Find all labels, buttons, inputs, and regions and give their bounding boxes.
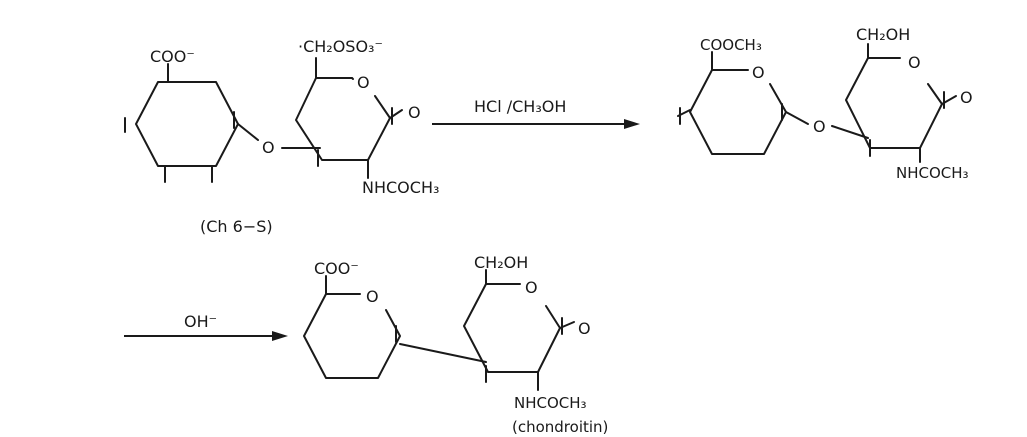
intermediate-left-ring [689,69,787,155]
intermediate-hydroxymethyl-label: CH₂OH [856,25,910,44]
ch6s-left-ring [135,81,239,167]
chondroitin-amide-label: NHCOCH₃ [514,394,587,412]
chondroitin-ring-oxygen-right: O [525,278,538,297]
step2-reagent: OH⁻ [184,312,217,331]
ch6s-link-oxygen: O [262,138,275,157]
intermediate-carbonyl-oxygen: O [960,88,973,107]
chondroitin-hydroxymethyl-label: CH₂OH [474,253,528,272]
chondroitin-structure: COO⁻ CH₂OH O O O NHCOCH₃ (chondroitin) [303,253,608,436]
intermediate-ring-oxygen-left: O [752,63,765,82]
chondroitin-carbonyl-oxygen: O [578,319,591,338]
intermediate-link-bond [785,111,809,125]
step1-reagent: HCl /CH₃OH [474,97,566,116]
chondroitin-left-ring [303,293,401,379]
ch6s-amide-label: NHCOCH₃ [362,178,439,197]
ch6s-carboxylate-label: COO⁻ [150,47,195,66]
step1-arrow: HCl /CH₃OH [432,97,640,129]
chondroitin-ring-oxygen-left: O [366,287,379,306]
chondroitin-link-bond [399,343,487,363]
ch6s-sulfate-label: ·CH₂OSO₃⁻ [298,37,383,56]
ch6s-ring-oxygen: O [357,73,370,92]
chondroitin-right-ring [463,283,561,373]
chondroitin-carboxylate-label: COO⁻ [314,259,359,278]
ch6s-link-bond [237,123,259,141]
ch6s-carbonyl-oxygen: O [408,103,421,122]
ch6s-structure: COO⁻ ·CH₂OSO₃⁻ O O O NHCOCH₃ (Ch 6−S) [124,37,439,236]
intermediate-link-oxygen: O [813,117,826,136]
intermediate-link-bond [831,125,869,139]
ch6s-caption: (Ch 6−S) [200,217,273,236]
intermediate-amide-label: NHCOCH₃ [896,164,969,182]
step2-arrow: OH⁻ [124,312,288,341]
chondroitin-caption: (chondroitin) [512,418,608,436]
intermediate-ring-oxygen-right: O [908,53,921,72]
intermediate-ester-label: COOCH₃ [700,36,762,54]
ch6s-ring-bond [351,77,354,80]
intermediate-structure: COOCH₃ CH₂OH O O O O NHCOCH₃ [677,25,973,182]
